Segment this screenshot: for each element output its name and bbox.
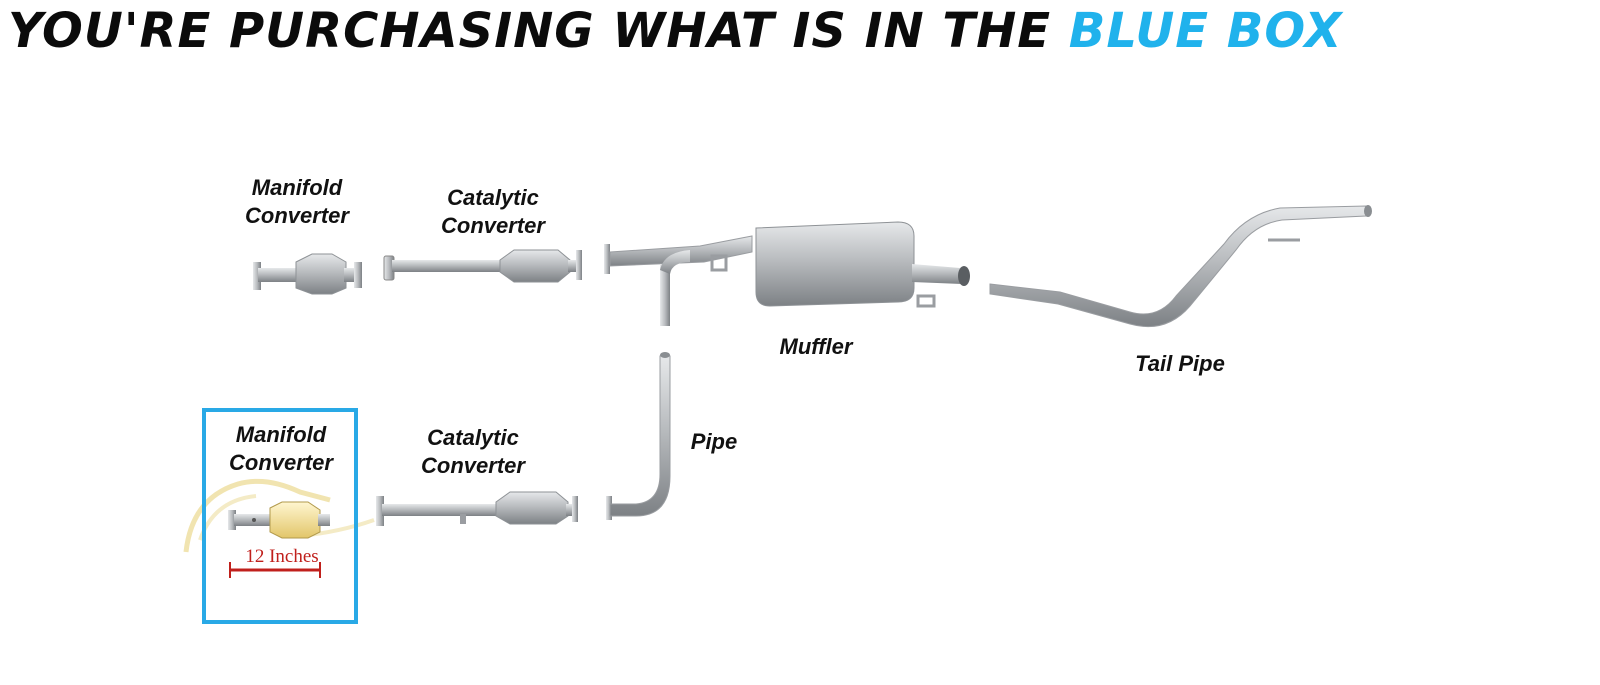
headline-accent: BLUE BOX <box>1068 3 1343 59</box>
muffler-part <box>755 221 970 308</box>
label-tail-pipe: Tail Pipe <box>1135 351 1225 376</box>
label-line: Manifold <box>251 175 343 200</box>
measurement-bar <box>229 562 321 578</box>
label-pipe: Pipe <box>690 429 738 454</box>
pipe-part <box>606 352 671 520</box>
headline: YOU'RE PURCHASING WHAT IS IN THE BLUE BO… <box>8 0 1592 62</box>
tail-pipe-part <box>989 205 1372 328</box>
manifold-converter-bottom-part <box>183 478 375 553</box>
label-catalytic-converter-top: Catalytic Converter <box>418 184 568 240</box>
manifold-converter-top-part <box>253 253 362 295</box>
label-line: Catalytic <box>427 425 519 450</box>
label-manifold-converter-top: Manifold Converter <box>222 174 372 230</box>
catalytic-converter-top-part <box>383 249 582 283</box>
label-line: Converter <box>441 213 545 238</box>
label-line: Converter <box>229 450 333 475</box>
measurement-text: 12 Inches <box>245 546 319 567</box>
catalytic-converter-bottom-part <box>376 491 578 526</box>
label-line: Catalytic <box>447 185 539 210</box>
label-line: Converter <box>245 203 349 228</box>
label-line: Manifold <box>235 422 327 447</box>
label-muffler: Muffler <box>779 334 853 359</box>
label-line: Converter <box>421 453 525 478</box>
label-catalytic-converter-bottom: Catalytic Converter <box>398 424 548 480</box>
headline-text: YOU'RE PURCHASING WHAT IS IN THE <box>8 3 1069 59</box>
label-manifold-converter-bottom: Manifold Converter <box>206 421 356 477</box>
intermediate-pipe-top-part <box>604 235 753 326</box>
highlight-blue-box <box>202 408 358 624</box>
